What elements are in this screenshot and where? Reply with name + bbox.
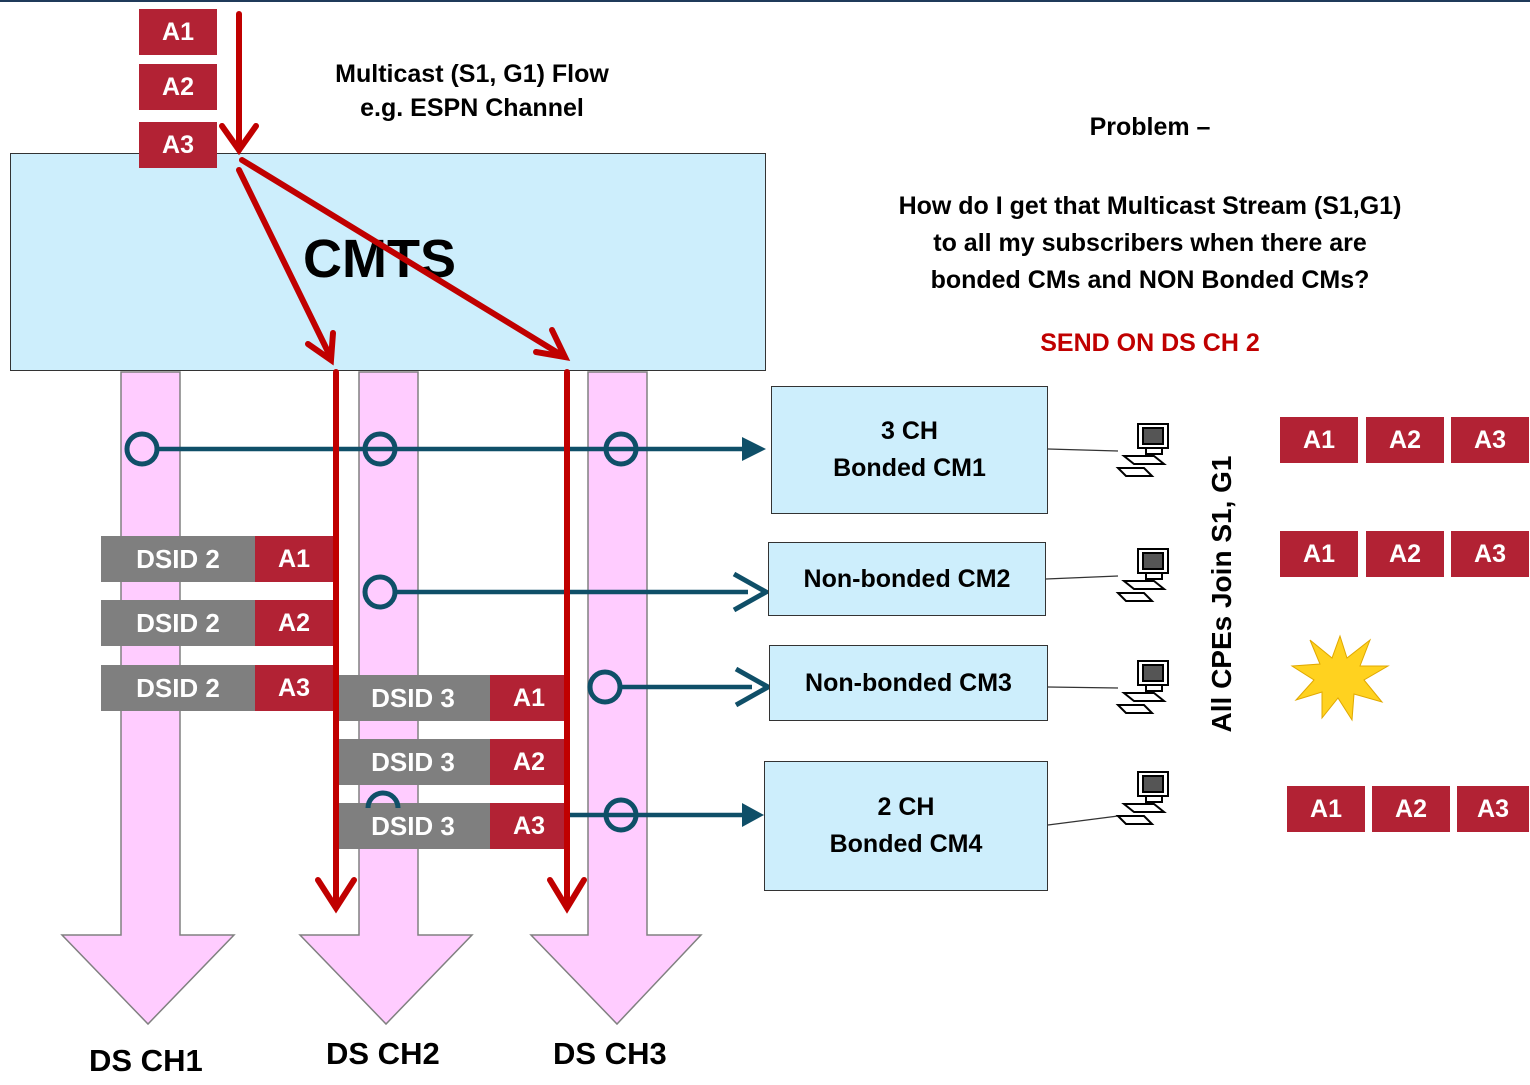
cpe-join-label: All CPEs Join S1, G1: [1206, 455, 1237, 733]
cm4-received-packet-1: A1: [1287, 786, 1365, 832]
cmts-box: [10, 153, 766, 371]
multicast-flow-arrows: [219, 11, 587, 914]
cm3-box: Non-bonded CM3: [769, 645, 1048, 721]
desktop-computer-icon: [1115, 423, 1169, 477]
cm4-line1: 2 CH: [877, 793, 935, 821]
cm1-received-packet-2: A2: [1366, 417, 1444, 463]
incoming-packet-2: A2: [139, 64, 217, 110]
dsid-ch2-label-2: DSID 3: [336, 739, 490, 785]
cm3-tuner-arrow: [587, 666, 774, 708]
ds-ch3-label: DS CH3: [553, 1036, 667, 1071]
cm2-received-packet-1: A1: [1280, 531, 1358, 577]
cm1-box: 3 CH Bonded CM1: [771, 386, 1048, 514]
dsid-ch2-label-1: DSID 3: [336, 675, 490, 721]
dsid-ch1-packet-1: A1: [255, 536, 333, 582]
ds-ch2-label: DS CH2: [326, 1036, 440, 1071]
cmts-label: CMTS: [303, 229, 456, 289]
cm4-line2: Bonded CM4: [829, 830, 983, 858]
cm2-received-packet-3: A3: [1451, 531, 1529, 577]
problem-line1: How do I get that Multicast Stream (S1,G…: [898, 192, 1402, 220]
dsid-ch1-packet-3: A3: [255, 665, 333, 711]
problem-line3: bonded CMs and NON Bonded CMs?: [930, 266, 1370, 294]
cm2-line1: Non-bonded CM2: [803, 564, 1011, 593]
dsid-ch2-packet-1: A1: [490, 675, 568, 721]
desktop-computer-icon: [1115, 660, 1169, 714]
explosion-starburst-icon: [1290, 634, 1390, 722]
cm4-received-packet-3: A3: [1457, 786, 1529, 832]
dsid-ch2-label-3: DSID 3: [336, 803, 490, 849]
cm1-line1: 3 CH: [881, 417, 938, 445]
desktop-computer-icon: [1115, 548, 1169, 602]
cm1-received-packet-1: A1: [1280, 417, 1358, 463]
cm2-received-packet-2: A2: [1366, 531, 1444, 577]
incoming-packet-1: A1: [139, 9, 217, 55]
incoming-packet-3: A3: [139, 122, 217, 168]
flow-title: Multicast (S1, G1) Flow e.g. ESPN Channe…: [272, 57, 672, 125]
problem-answer: SEND ON DS CH 2: [1040, 329, 1260, 357]
top-border: [0, 0, 1530, 2]
cm1-line2: Bonded CM1: [833, 454, 986, 482]
cm4-received-packet-2: A2: [1372, 786, 1450, 832]
cm2-tuner-arrow: [362, 571, 772, 613]
dsid-ch1-packet-2: A2: [255, 600, 333, 646]
problem-heading: Problem –: [1089, 113, 1211, 141]
cm3-line1: Non-bonded CM3: [805, 668, 1012, 697]
flow-title-line1: Multicast (S1, G1) Flow: [335, 60, 609, 88]
ds-ch1-label: DS CH1: [89, 1043, 203, 1078]
dsid-ch1-label-1: DSID 2: [101, 536, 255, 582]
cm2-box: Non-bonded CM2: [768, 542, 1046, 616]
desktop-computer-icon: [1115, 771, 1169, 825]
flow-title-line2: e.g. ESPN Channel: [360, 94, 584, 122]
cm4-tuner-arrow: [365, 790, 764, 833]
dsid-ch1-label-2: DSID 2: [101, 600, 255, 646]
cm4-box: 2 CH Bonded CM4: [764, 761, 1048, 891]
dsid-ch2-packet-3: A3: [490, 803, 568, 849]
dsid-ch2-packet-2: A2: [490, 739, 568, 785]
cm1-tuner-arrow: [124, 431, 766, 467]
dsid-ch1-label-3: DSID 2: [101, 665, 255, 711]
problem-question: How do I get that Multicast Stream (S1,G…: [800, 188, 1500, 299]
problem-line2: to all my subscribers when there are: [933, 229, 1367, 257]
cm1-received-packet-3: A3: [1451, 417, 1529, 463]
